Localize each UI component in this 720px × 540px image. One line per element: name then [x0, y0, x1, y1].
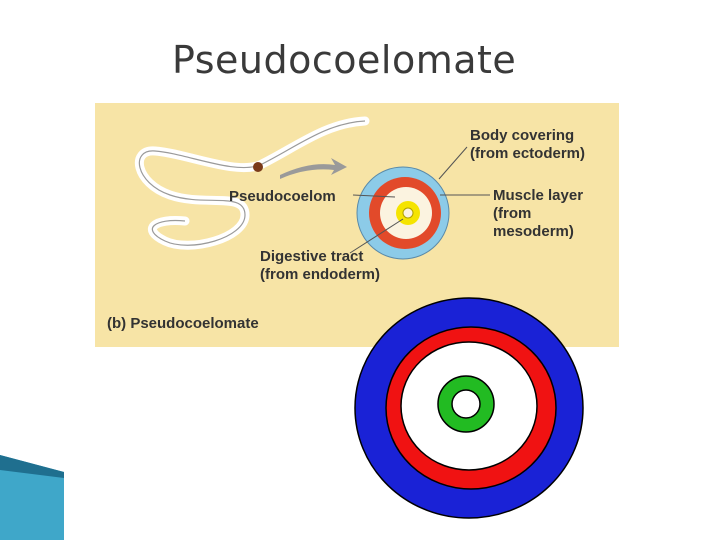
label-body-covering-1: Body covering — [470, 127, 575, 144]
label-muscle-layer-2: (from — [493, 205, 532, 222]
figure-drawing — [134, 116, 490, 260]
corner-shape — [0, 455, 64, 540]
figure-caption: (b) Pseudocoelomate — [107, 315, 259, 332]
digestive-lumen — [451, 389, 481, 419]
leader-digestive-tract — [349, 218, 404, 254]
label-body-covering-2: (from ectoderm) — [470, 145, 586, 162]
gut-lumen — [402, 207, 414, 219]
arrow-icon — [280, 158, 347, 179]
label-muscle-layer-3: mesoderm) — [493, 223, 574, 240]
cross-section-small — [356, 166, 450, 260]
label-digestive-tract-1: Digestive tract — [260, 248, 364, 265]
figure-panel: Body covering (from ectoderm) Pseudocoel… — [95, 103, 619, 347]
label-muscle-layer-1: Muscle layer — [493, 187, 584, 204]
label-digestive-tract-2: (from endoderm) — [260, 266, 380, 283]
worm-cut-end — [253, 162, 263, 172]
label-pseudocoelom: Pseudocoelom — [229, 188, 336, 205]
slide-title: Pseudocoelomate — [172, 38, 517, 82]
leader-pseudocoelom — [352, 194, 396, 198]
corner-edge — [0, 455, 64, 478]
leader-body-covering — [438, 146, 468, 180]
